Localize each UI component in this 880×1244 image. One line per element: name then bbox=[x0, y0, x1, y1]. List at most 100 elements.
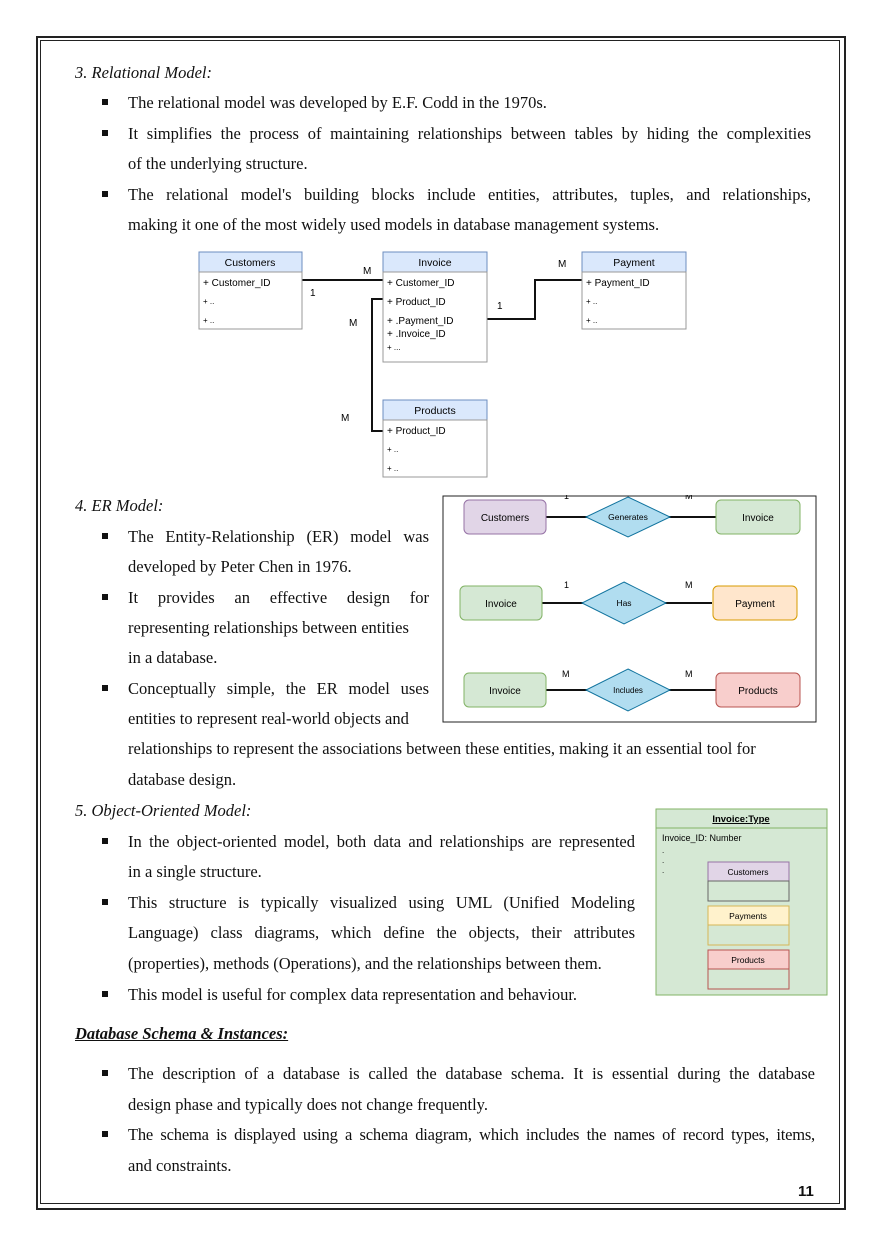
schema-bullet-2-line-1: The schema is displayed using a schema d… bbox=[128, 1125, 815, 1144]
bullet-marker bbox=[102, 1131, 108, 1137]
er-entity-label: Invoice bbox=[489, 686, 521, 697]
invoice-attr: + .Invoice_ID bbox=[387, 329, 446, 340]
er-bullet-1-line-1: The Entity-Relationship (ER) model was bbox=[128, 527, 429, 546]
er-entity-invoice bbox=[715, 499, 801, 535]
er-relationship-has bbox=[580, 581, 668, 625]
relational-bullet-2-line-1: It simplifies the process of maintaining… bbox=[128, 124, 811, 143]
bullet-marker bbox=[102, 899, 108, 905]
customers-attr: + .. bbox=[203, 297, 214, 306]
er-bullet-1-line-2: developed by Peter Chen in 1976. bbox=[128, 557, 352, 576]
products-attr: + .. bbox=[387, 445, 398, 454]
er-entity-customers bbox=[463, 499, 547, 535]
customers-body-box bbox=[198, 271, 303, 330]
cardinality-label: M bbox=[341, 413, 349, 424]
er-bullet-2-line-3: in a database. bbox=[128, 648, 218, 667]
relational-bullet-1: The relational model was developed by E.… bbox=[128, 93, 547, 112]
section-title-object-oriented: 5. Object-Oriented Model: bbox=[75, 801, 252, 820]
cardinality-label: M bbox=[562, 669, 570, 679]
oo-bullet-1-line-1: In the object-oriented model, both data … bbox=[128, 832, 635, 851]
er-bullet-3-line-3: relationships to represent the associati… bbox=[128, 739, 756, 758]
customers-header: Customers bbox=[225, 257, 276, 269]
products-attr: + .. bbox=[387, 464, 398, 473]
oo-class-products-body bbox=[707, 968, 790, 990]
er-entity-label: Invoice bbox=[742, 513, 774, 524]
er-entity-invoice bbox=[463, 672, 547, 708]
cardinality-label: 1 bbox=[497, 301, 503, 312]
er-entity-label: Products bbox=[738, 686, 777, 697]
oo-dot: . bbox=[662, 866, 664, 875]
uml-class-customers: Customers + Customer_ID + .. + .. bbox=[198, 251, 303, 330]
oo-class-label: Payments bbox=[729, 911, 767, 921]
er-bullet-2-line-2: representing relationships between entit… bbox=[128, 618, 409, 637]
oo-bullet-2-line-3: (properties), methods (Operations), and … bbox=[128, 954, 602, 973]
invoice-attr: + .Payment_ID bbox=[387, 316, 453, 327]
products-header: Products bbox=[414, 405, 455, 417]
cardinality-label: 1 bbox=[564, 495, 569, 501]
cardinality-label: M bbox=[349, 318, 357, 329]
products-body-box bbox=[382, 419, 488, 478]
er-bullet-3-line-2: entities to represent real-world objects… bbox=[128, 709, 409, 728]
invoice-attr: + Customer_ID bbox=[387, 278, 455, 289]
section-title-relational: 3. Relational Model: bbox=[75, 63, 213, 82]
er-relationship-label: Includes bbox=[613, 686, 643, 695]
object-oriented-diagram: Invoice:Type Invoice_ID: Number . . . Cu… bbox=[655, 808, 828, 996]
er-relationship-generates bbox=[584, 496, 672, 538]
er-bullet-2-line-1: It provides an effective design for bbox=[128, 588, 429, 607]
payment-body-box bbox=[581, 271, 687, 330]
cardinality-label: M bbox=[685, 580, 693, 590]
oo-class-label: Customers bbox=[727, 867, 768, 877]
cardinality-label: M bbox=[685, 495, 693, 501]
bullet-marker bbox=[102, 533, 108, 539]
oo-bullet-3: This model is useful for complex data re… bbox=[128, 985, 578, 1004]
customers-attr: + Customer_ID bbox=[203, 278, 271, 289]
page-number: 11 bbox=[798, 1183, 814, 1200]
er-entity-invoice bbox=[459, 585, 543, 621]
schema-bullet-1-line-1: The description of a database is called … bbox=[128, 1064, 815, 1083]
bullet-marker bbox=[102, 1070, 108, 1076]
schema-bullet-2-line-2: and constraints. bbox=[128, 1156, 232, 1175]
er-entity-products bbox=[715, 672, 801, 708]
section-title-er: 4. ER Model: bbox=[75, 496, 164, 515]
oo-class-payments-body bbox=[707, 924, 790, 946]
er-relationship-includes bbox=[584, 668, 672, 712]
connector-invoice-payment bbox=[487, 279, 582, 320]
er-entity-label: Payment bbox=[735, 599, 775, 610]
oo-bullet-2-line-1: This structure is typically visualized u… bbox=[128, 893, 635, 912]
cardinality-label: 1 bbox=[310, 288, 316, 299]
uml-class-payment: Payment + Payment_ID + .. + .. bbox=[581, 251, 687, 330]
payment-attr: + Payment_ID bbox=[586, 278, 650, 289]
oo-dot: . bbox=[662, 856, 664, 865]
uml-class-invoice: Invoice + Customer_ID + Product_ID + .Pa… bbox=[382, 251, 488, 363]
uml-class-products: Products + Product_ID + .. + .. bbox=[382, 399, 488, 478]
er-entity-label: Customers bbox=[481, 513, 529, 524]
oo-class-attribute: Invoice_ID: Number bbox=[662, 833, 742, 843]
cardinality-label: 1 bbox=[564, 580, 569, 590]
connector-invoice-products bbox=[371, 298, 383, 432]
oo-bullet-1-line-2: in a single structure. bbox=[128, 862, 262, 881]
cardinality-label: M bbox=[558, 259, 566, 270]
oo-class-customers-body bbox=[707, 880, 790, 902]
oo-class-label: Products bbox=[731, 955, 765, 965]
er-model-diagram: Customers Generates Invoice 1 M Invoice … bbox=[442, 495, 817, 723]
invoice-header: Invoice bbox=[418, 257, 451, 269]
relational-bullet-3-line-2: making it one of the most widely used mo… bbox=[128, 215, 660, 234]
bullet-marker bbox=[102, 685, 108, 691]
bullet-marker bbox=[102, 838, 108, 844]
er-bullet-3-line-4: database design. bbox=[128, 770, 237, 789]
schema-bullet-1-line-2: design phase and typically does not chan… bbox=[128, 1095, 488, 1114]
invoice-body-box bbox=[382, 271, 488, 363]
er-relationship-label: Has bbox=[616, 598, 631, 608]
er-entity-label: Invoice bbox=[485, 599, 517, 610]
relational-bullet-3-line-1: The relational model's building blocks i… bbox=[128, 185, 811, 204]
bullet-marker bbox=[102, 130, 108, 136]
er-relationship-label: Generates bbox=[608, 512, 648, 522]
bullet-marker bbox=[102, 594, 108, 600]
bullet-marker bbox=[102, 991, 108, 997]
page-border-outer bbox=[36, 36, 846, 1210]
bullet-marker bbox=[102, 99, 108, 105]
section-title-schema: Database Schema & Instances: bbox=[75, 1024, 289, 1043]
payment-attr: + .. bbox=[586, 316, 597, 325]
oo-class-title: Invoice:Type bbox=[712, 814, 769, 825]
cardinality-label: M bbox=[685, 669, 693, 679]
page-border-inner bbox=[40, 40, 840, 1204]
